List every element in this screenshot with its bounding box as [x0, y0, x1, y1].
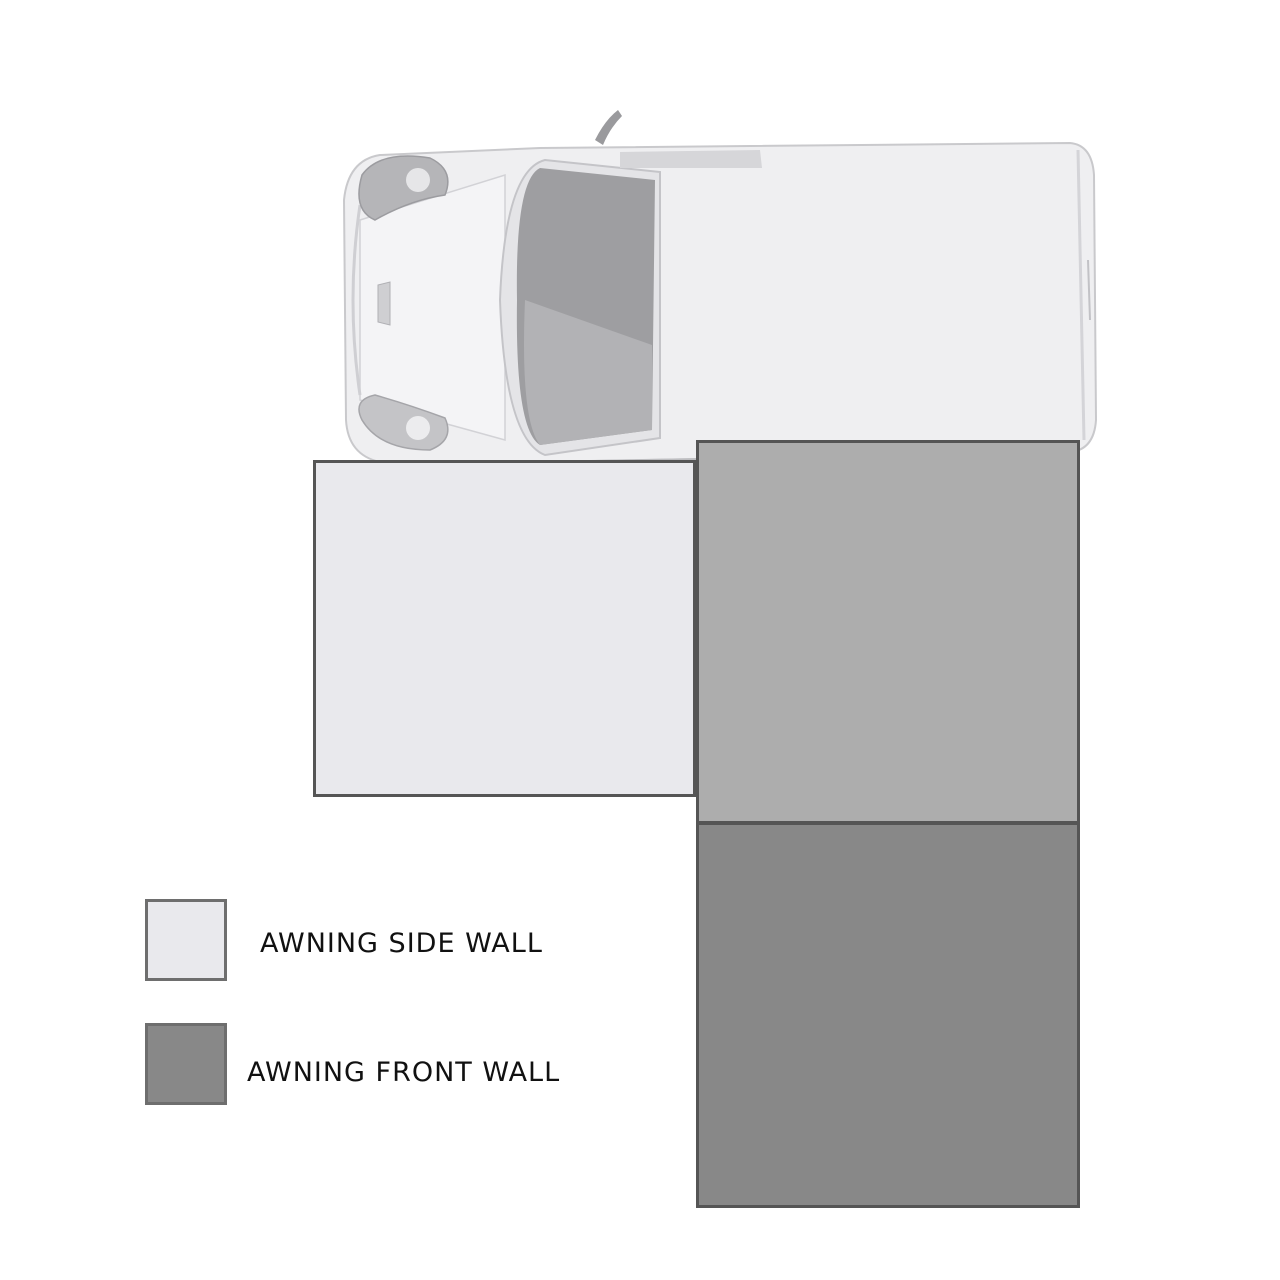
legend-swatch-side-wall [145, 899, 227, 981]
antenna [595, 110, 622, 145]
legend-label-front-wall: AWNING FRONT WALL [247, 1057, 561, 1088]
legend-swatch-front-wall [145, 1023, 227, 1105]
awning-side-wall-panel [313, 460, 696, 797]
legend-label-side-wall: AWNING SIDE WALL [260, 928, 543, 959]
awning-front-wall-panel [696, 822, 1080, 1208]
van-hood [359, 173, 506, 441]
van-top-view-icon [342, 110, 1098, 466]
awning-roof-panel [696, 440, 1080, 824]
